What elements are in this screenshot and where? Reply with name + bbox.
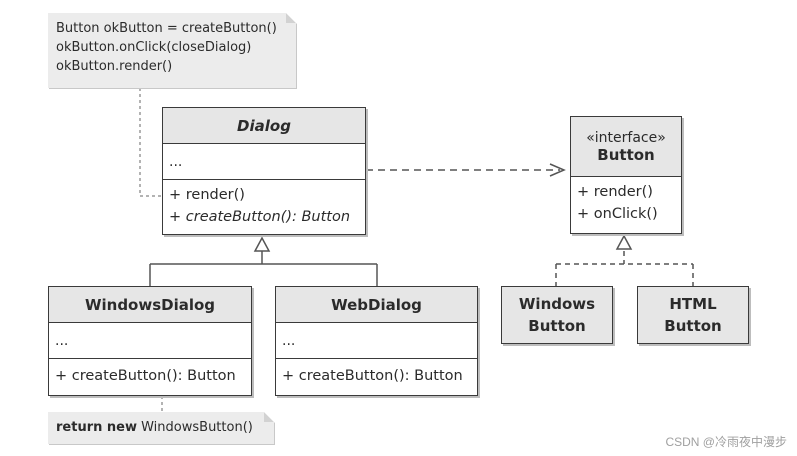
note-fold-top	[286, 13, 298, 25]
class-title: WebDialog	[276, 287, 477, 323]
interface-button: «interface» Button + render() + onClick(…	[570, 116, 682, 234]
class-operations: + createButton(): Button	[49, 361, 251, 391]
class-attributes: ...	[163, 144, 365, 180]
class-windows-button: Windows Button	[501, 286, 613, 344]
interface-title: Button	[597, 145, 655, 164]
op-onclick: + onClick()	[577, 206, 658, 222]
note-line-2: okButton.onClick(closeDialog)	[56, 40, 252, 55]
title-line-2: Button	[528, 317, 586, 335]
class-html-button: HTML Button	[637, 286, 749, 344]
op-render: + render()	[169, 187, 245, 203]
class-operations: + createButton(): Button	[276, 361, 477, 391]
code-note-top: Button okButton = createButton() okButto…	[48, 13, 296, 88]
title-line-1: Windows	[518, 295, 596, 313]
note-fold-bottom	[264, 412, 275, 423]
note-keyword: return new	[56, 420, 137, 435]
class-title: WindowsDialog	[49, 287, 251, 323]
class-title: Windows Button	[502, 287, 612, 343]
class-attributes: ...	[49, 323, 251, 359]
interface-header: «interface» Button	[571, 117, 681, 177]
watermark: CSDN @冷雨夜中漫步	[665, 435, 787, 449]
class-windows-dialog: WindowsDialog ... + createButton(): Butt…	[48, 286, 252, 396]
op-render: + render()	[577, 184, 653, 200]
realize-triangle	[615, 234, 633, 250]
op-create-button: + createButton(): Button	[55, 368, 236, 384]
title-line-2: Button	[664, 317, 722, 335]
class-operations: + render() + createButton(): Button	[163, 180, 365, 232]
note-text: WindowsButton()	[136, 420, 253, 435]
dependency-arrowhead	[549, 163, 566, 177]
note-line-1: Button okButton = createButton()	[56, 21, 277, 36]
class-title: Dialog	[163, 108, 365, 144]
stereotype: «interface»	[586, 129, 666, 146]
op-create-button: + createButton(): Button	[169, 209, 351, 225]
interface-operations: + render() + onClick()	[571, 177, 681, 229]
op-create-button: + createButton(): Button	[282, 368, 463, 384]
class-dialog: Dialog ... + render() + createButton(): …	[162, 107, 366, 235]
note-line-3: okButton.render()	[56, 59, 173, 74]
title-line-1: HTML	[669, 295, 717, 313]
inherit-triangle-dialog	[253, 236, 271, 252]
class-title: HTML Button	[638, 287, 748, 343]
code-note-bottom: return new WindowsButton()	[48, 412, 274, 444]
class-web-dialog: WebDialog ... + createButton(): Button	[275, 286, 478, 396]
class-attributes: ...	[276, 323, 477, 359]
